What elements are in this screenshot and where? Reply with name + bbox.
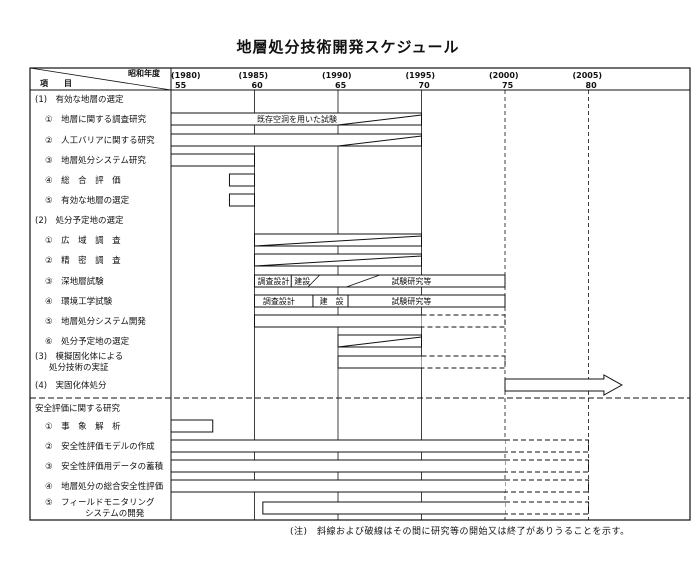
row-label: ③ 安全性評価用データの蓄積	[45, 461, 164, 472]
schedule-bar-tentative	[421, 355, 506, 369]
row-label: ④ 地層処分の総合安全性評価	[45, 481, 164, 492]
row-label: ④ 総 合 評 価	[45, 175, 121, 186]
bar-text: 調査設計	[263, 296, 295, 306]
year-label-ad: (2000)	[489, 71, 519, 80]
phase-divider	[307, 274, 320, 288]
phase-divider	[346, 274, 380, 288]
row-label: ③ 地層処分システム研究	[45, 155, 146, 166]
bar-text: 建 設	[320, 296, 344, 306]
row-label: ① 広 域 調 査	[45, 235, 121, 246]
bar-text: 試験研究等	[391, 276, 431, 286]
row-label: ① 地層に関する調査研究	[45, 114, 147, 125]
year-label-ad: (1980)	[171, 71, 201, 80]
schedule-bar-tentative	[505, 459, 589, 473]
year-label-showa: 60	[252, 81, 264, 90]
row-label: ④ 環境工学試験	[45, 296, 113, 307]
schedule-bar	[170, 419, 214, 433]
year-label-showa: 65	[335, 81, 347, 90]
year-label-ad: (1985)	[239, 71, 269, 80]
schedule-arrow	[504, 374, 623, 396]
schedule-bar	[170, 153, 255, 167]
schedule-bar	[254, 294, 506, 308]
schedule-bar	[262, 501, 505, 515]
year-label-ad: (1995)	[406, 71, 436, 80]
schedule-bar	[228, 193, 255, 207]
schedule-bar	[337, 334, 422, 348]
footnote: (注) 斜線および破線はその間に研究等の開始又は終了がありうることを示す。	[290, 527, 630, 537]
page-title: 地層処分技術開発スケジュール	[236, 38, 460, 56]
bar-text: 既存空洞を用いた試験	[257, 114, 337, 124]
schedule-bar-tentative	[505, 439, 589, 453]
schedule-bar	[254, 233, 422, 247]
schedule-bar	[170, 133, 422, 147]
row-label: ⑤ フィールドモニタリング	[45, 497, 155, 508]
year-label-showa: 70	[419, 81, 431, 90]
bar-text: 試験研究等	[391, 296, 431, 306]
schedule-bar-tentative	[505, 479, 589, 493]
row-label: (1) 有効な地層の選定	[35, 94, 124, 105]
schedule-bar	[337, 355, 422, 369]
header-era-label: 昭和年度	[128, 68, 161, 78]
row-label-continued: 処分技術の実証	[49, 362, 109, 373]
chart-frame	[29, 67, 691, 521]
row-label: ② 精 密 調 査	[45, 255, 121, 266]
schedule-bar	[170, 459, 505, 473]
schedule-bar	[254, 314, 422, 328]
row-label: 安全評価に関する研究	[35, 403, 121, 414]
row-label: ⑤ 地層処分システム開発	[45, 316, 146, 327]
header-diagonal	[29, 67, 172, 91]
year-label-ad: (2005)	[573, 71, 603, 80]
row-label: ① 事 象 解 析	[45, 421, 121, 432]
schedule-bar	[254, 274, 506, 288]
year-label-showa: 75	[502, 81, 514, 90]
bar-text: 建設	[294, 276, 310, 286]
row-label: ⑥ 処分予定地の選定	[45, 336, 130, 347]
row-label: (2) 処分予定地の選定	[35, 215, 124, 226]
schedule-bar	[170, 479, 505, 493]
row-label: ② 安全性評価モデルの作成	[45, 441, 155, 452]
schedule-bar-tentative	[505, 501, 589, 515]
schedule-bar-tentative	[421, 314, 506, 328]
year-label-ad: (1990)	[322, 71, 352, 80]
row-label-continued: システムの開発	[85, 509, 145, 519]
row-label: ③ 深地層試験	[45, 276, 104, 287]
bar-text: 調査設計	[258, 276, 290, 286]
row-label: ⑤ 有効な地層の選定	[45, 195, 130, 206]
row-label: (4) 実固化体処分	[35, 380, 107, 391]
row-label: ② 人工バリアに関する研究	[45, 135, 155, 146]
row-label: (3) 模擬固化体による	[35, 351, 123, 362]
schedule-bar	[228, 173, 255, 187]
header-item-label: 項 目	[40, 79, 72, 88]
schedule-bar	[254, 253, 422, 267]
schedule-bar	[170, 112, 422, 126]
year-label-showa: 55	[175, 81, 187, 90]
schedule-bar	[170, 439, 505, 453]
year-label-showa: 80	[586, 81, 598, 90]
